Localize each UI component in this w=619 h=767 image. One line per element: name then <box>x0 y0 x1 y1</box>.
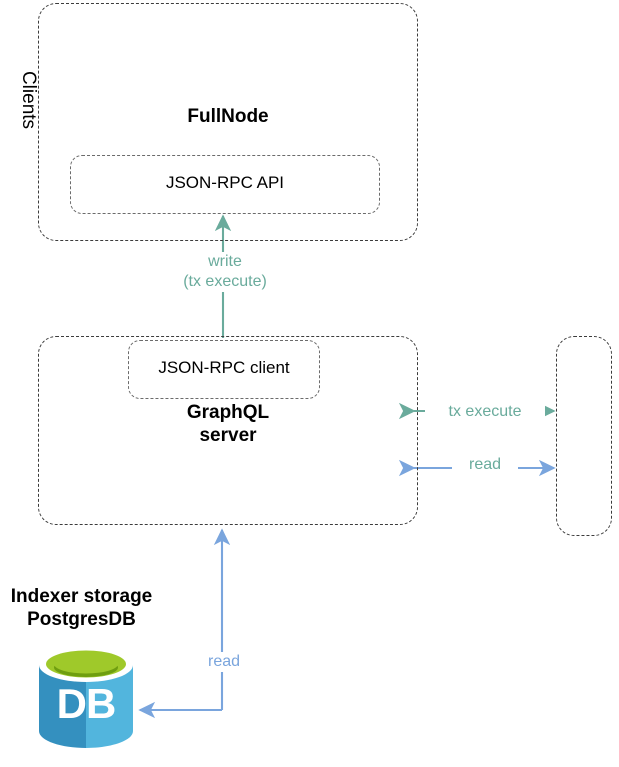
jsonrpc-api-container <box>70 155 380 214</box>
edge-label-write: write (tx execute) <box>158 252 292 292</box>
jsonrpc-client-label: JSON-RPC client <box>158 358 290 377</box>
fullnode-title: FullNode <box>187 106 269 127</box>
fullnode-container <box>38 3 418 241</box>
graphql-server-container <box>38 336 418 525</box>
indexer-storage-caption: Indexer storage PostgresDB <box>10 586 153 631</box>
graphql-server-title: GraphQL server <box>186 402 270 447</box>
database-icon-label: DB <box>56 680 117 727</box>
edge-label-clients-read: read <box>452 455 518 475</box>
database-cylinder-icon <box>39 648 133 748</box>
clients-container <box>556 336 612 536</box>
edge-label-db-read: read <box>193 652 255 672</box>
jsonrpc-api-label: JSON-RPC API <box>165 173 285 192</box>
edge-label-tx-execute: tx execute <box>425 402 545 422</box>
clients-title-text: Clients <box>18 70 40 130</box>
jsonrpc-client-container <box>128 340 320 399</box>
